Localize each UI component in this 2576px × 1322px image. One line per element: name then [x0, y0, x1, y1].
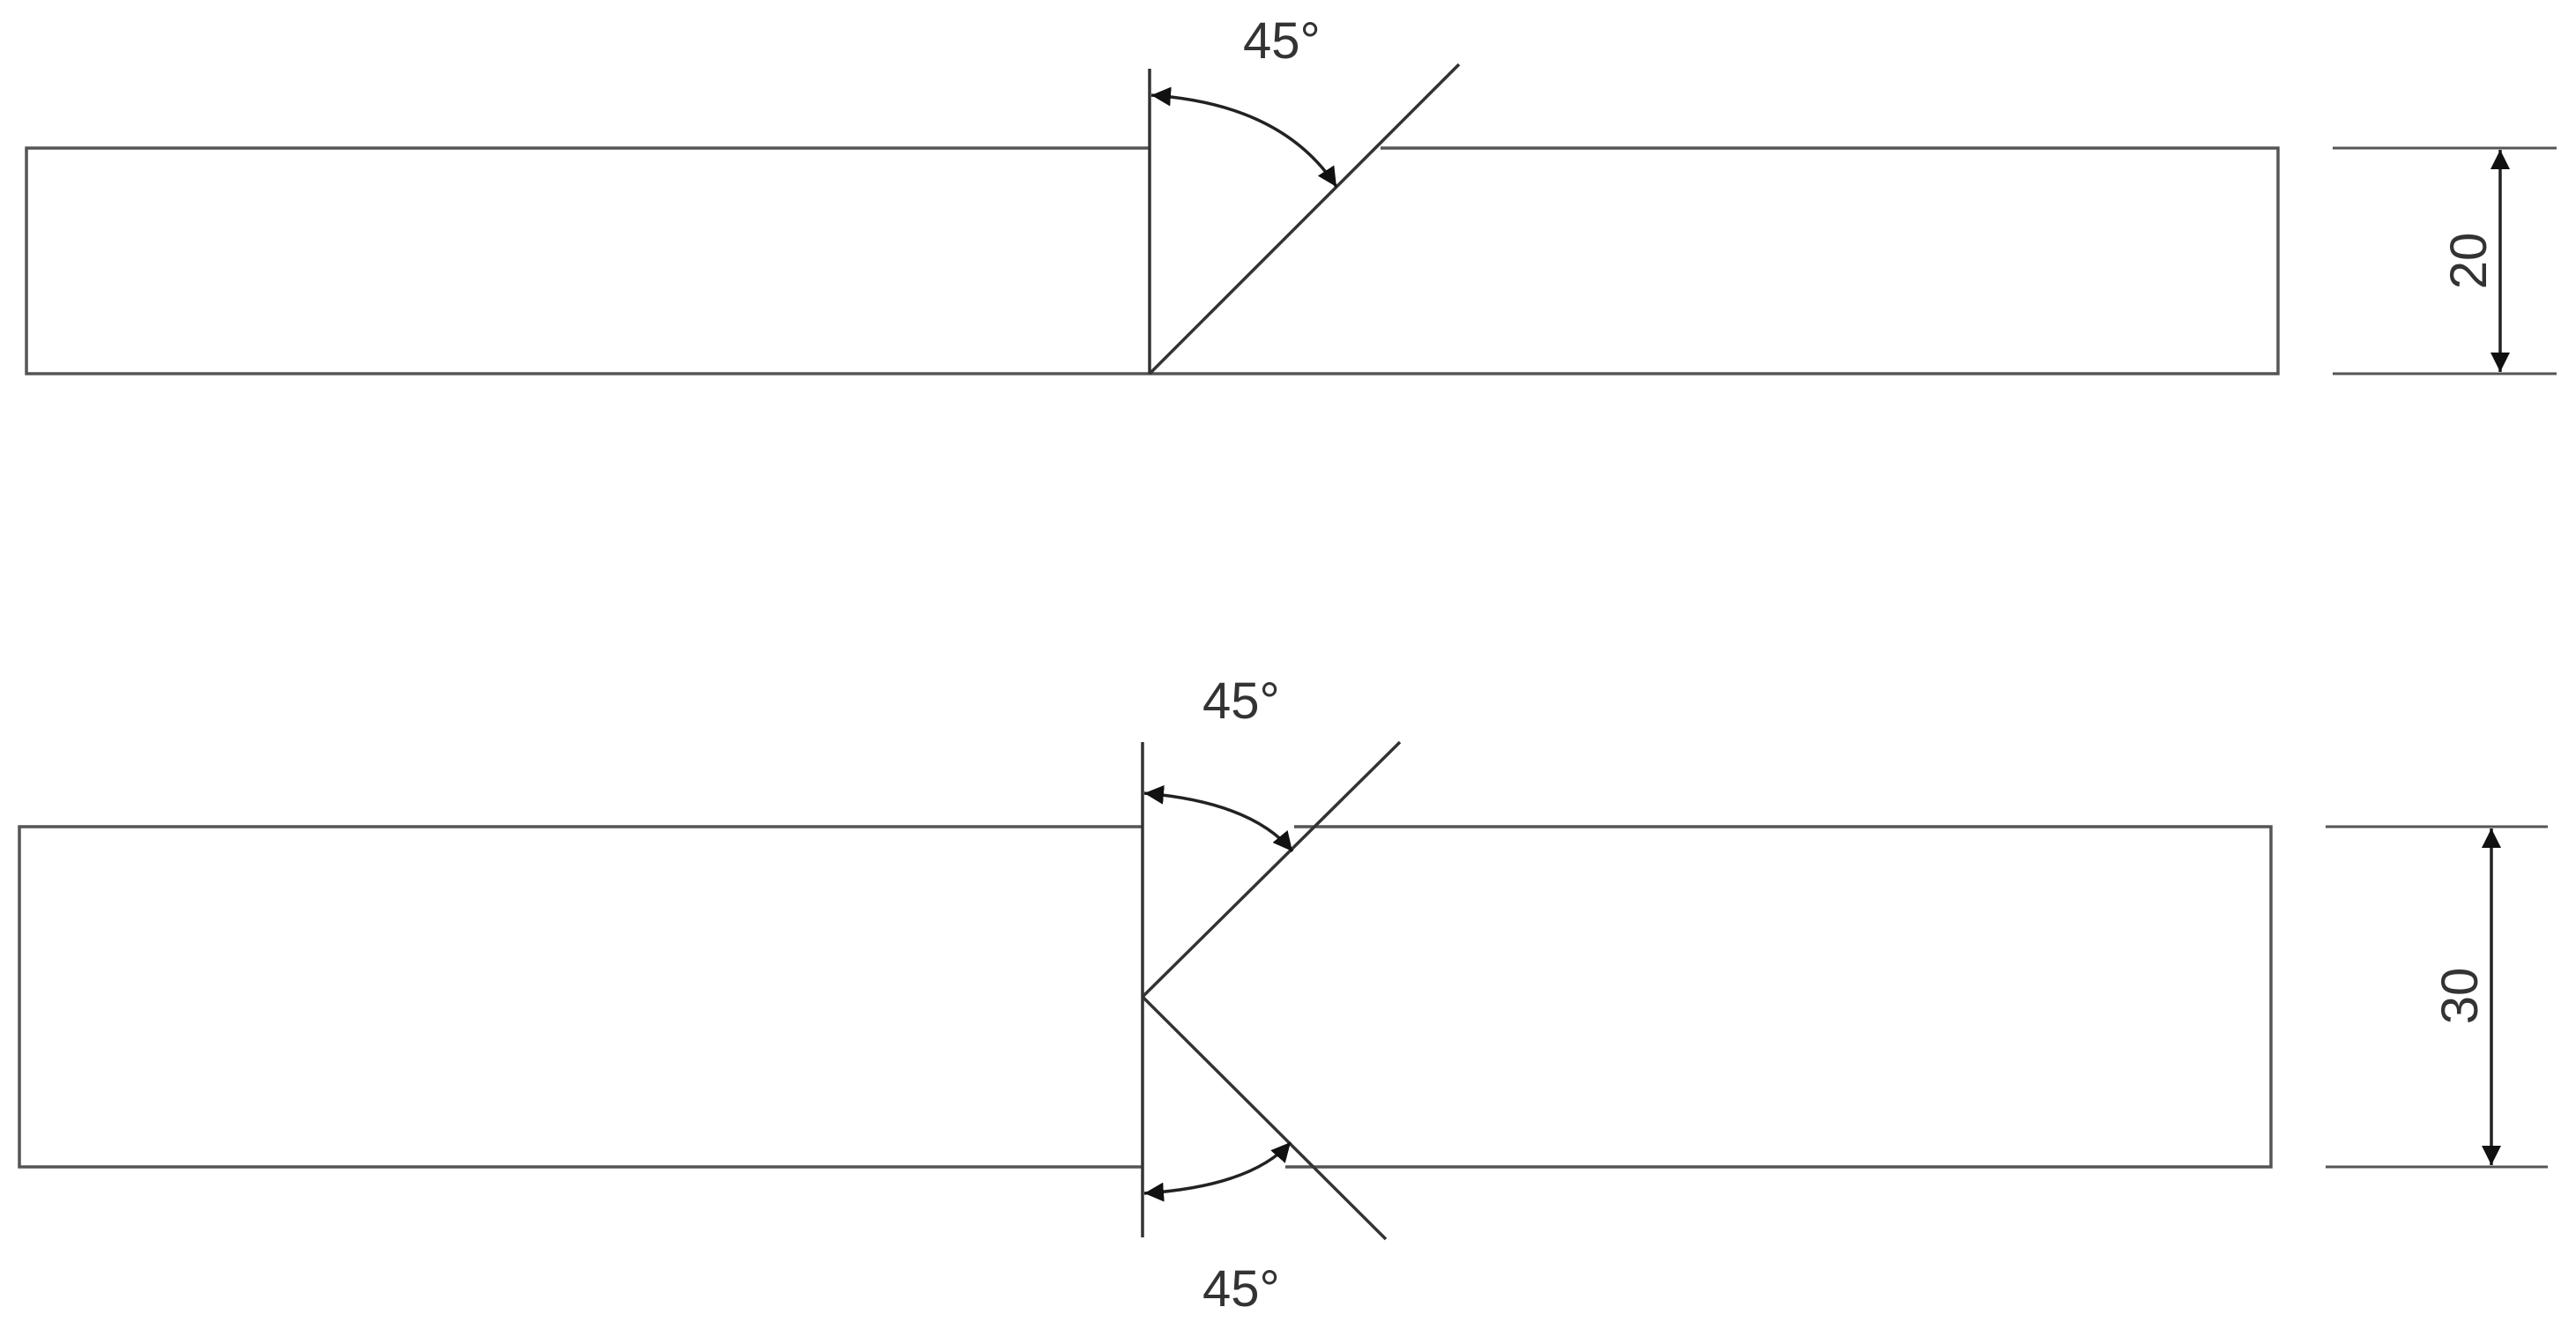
right-plate-outline	[1285, 825, 2273, 1169]
thickness-label: 20	[2440, 233, 2498, 290]
upper-angle-arc	[1143, 784, 1294, 853]
double-bevel-view: 45° 45° 30	[18, 672, 2548, 1318]
upper-angle-label: 45°	[1202, 672, 1280, 730]
lower-angle-arc	[1143, 1140, 1292, 1202]
left-plate-outline	[25, 146, 1150, 375]
lower-bevel-line	[1141, 995, 1388, 1241]
angle-label: 45°	[1243, 12, 1321, 70]
single-bevel-view: 45° 20	[25, 12, 2557, 375]
right-plate-outline	[1150, 146, 2280, 375]
bevel-line	[1148, 63, 1461, 375]
upper-bevel-line	[1141, 740, 1402, 999]
left-plate-outline	[18, 825, 1143, 1169]
thickness-label: 30	[2431, 968, 2489, 1025]
angle-arc	[1150, 86, 1338, 188]
lower-angle-label: 45°	[1202, 1260, 1280, 1318]
